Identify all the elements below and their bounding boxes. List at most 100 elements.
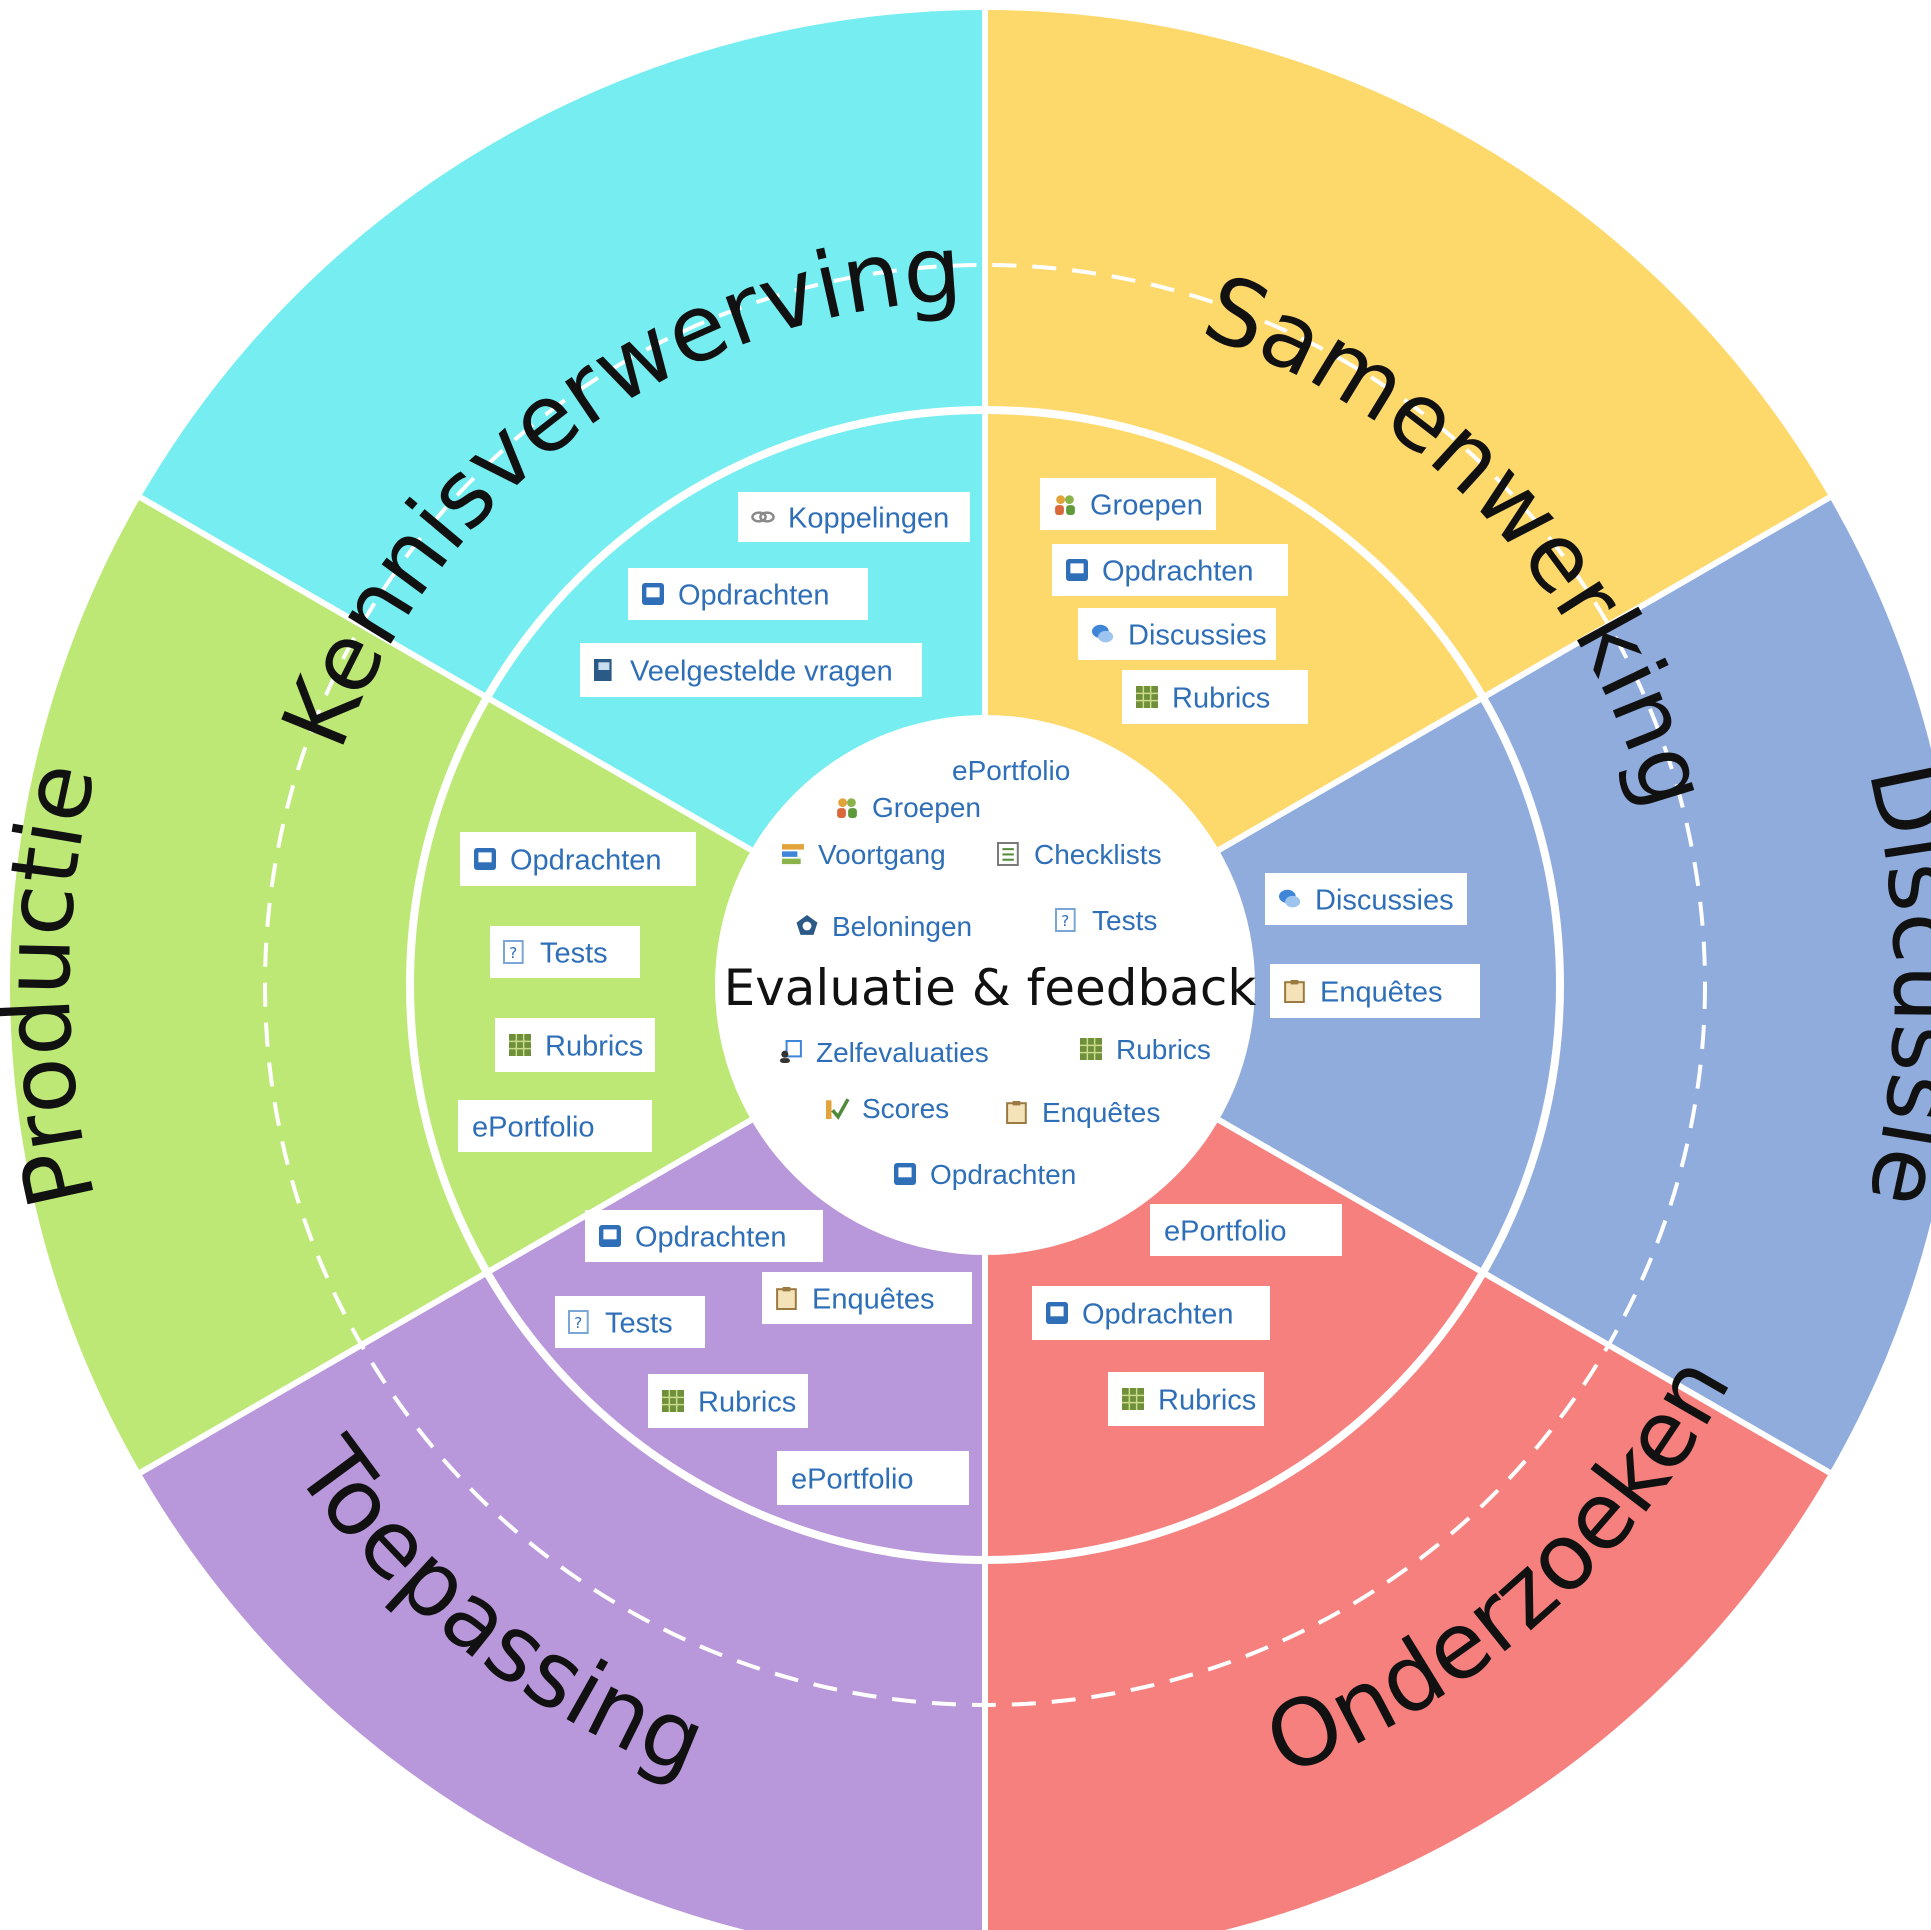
tool-center-7[interactable]: Zelfevaluaties: [780, 1037, 989, 1068]
discussion-icon: [1279, 889, 1301, 908]
tool-productie-1[interactable]: Opdrachten: [460, 832, 696, 886]
tool-onderzoeken-2-label: Opdrachten: [1082, 1298, 1234, 1330]
tool-center-1[interactable]: ePortfolio: [952, 755, 1070, 786]
tool-toepassing-1[interactable]: Opdrachten: [585, 1210, 823, 1262]
assignment-icon: [474, 848, 496, 870]
tool-center-9[interactable]: Scores: [826, 1093, 949, 1124]
tool-discussie-2[interactable]: Enquêtes: [1270, 964, 1480, 1018]
tool-onderzoeken-2[interactable]: Opdrachten: [1032, 1286, 1270, 1340]
tool-toepassing-5-box: [777, 1451, 969, 1505]
tool-samenwerking-3-label: Discussies: [1128, 619, 1267, 651]
link-icon: [751, 511, 775, 523]
dashed-ring: [263, 263, 1707, 1707]
tool-productie-4-box: [458, 1100, 652, 1152]
tool-toepassing-4-label: Rubrics: [698, 1386, 796, 1418]
tool-discussie-2-box: [1270, 964, 1480, 1018]
inner-ring: [406, 406, 1564, 1564]
tool-onderzoeken-3-label: Rubrics: [1158, 1384, 1256, 1416]
rubric-icon: [1080, 1038, 1102, 1060]
assignment-icon: [642, 583, 664, 605]
tool-center-4[interactable]: Checklists: [997, 839, 1162, 870]
tool-samenwerking-4[interactable]: Rubrics: [1122, 670, 1308, 724]
tool-center-5[interactable]: Beloningen: [796, 911, 973, 942]
tool-kennisverwerving-3-label: Veelgestelde vragen: [630, 655, 893, 687]
tool-toepassing-3-label: Tests: [605, 1307, 673, 1339]
assignment-icon: [599, 1225, 621, 1247]
tool-toepassing-5-label: ePortfolio: [791, 1463, 914, 1495]
tool-onderzoeken-1-box: [1150, 1204, 1342, 1256]
tool-onderzoeken-1-label: ePortfolio: [1164, 1215, 1287, 1247]
assignment-icon: [1066, 559, 1088, 581]
sector-samenwerking: [985, 9, 1830, 985]
tool-discussie-1-label: Discussies: [1315, 884, 1454, 916]
discussion-icon: [1092, 624, 1114, 643]
svg-text:?: ?: [1061, 912, 1069, 930]
tool-center-11-label: Opdrachten: [930, 1159, 1076, 1190]
tool-samenwerking-3[interactable]: Discussies: [1078, 608, 1276, 660]
checklist-icon: [997, 842, 1019, 866]
tool-samenwerking-1[interactable]: Groepen: [1040, 478, 1216, 530]
tool-toepassing-2-label: Enquêtes: [812, 1283, 935, 1315]
tool-kennisverwerving-2[interactable]: Opdrachten: [628, 568, 868, 620]
tool-toepassing-2[interactable]: Enquêtes: [762, 1272, 972, 1324]
tool-kennisverwerving-1-label: Koppelingen: [788, 502, 949, 534]
tool-center-8-label: Rubrics: [1116, 1034, 1211, 1065]
tool-toepassing-1-label: Opdrachten: [635, 1221, 787, 1253]
center-title: Evaluatie & feedback: [724, 959, 1257, 1017]
tool-toepassing-3[interactable]: ? Tests: [555, 1296, 705, 1348]
tool-kennisverwerving-3[interactable]: Veelgestelde vragen: [580, 643, 922, 697]
sector-kennisverwerving: [140, 9, 986, 985]
tool-center-10[interactable]: Enquêtes: [1006, 1097, 1160, 1128]
tool-toepassing-5[interactable]: ePortfolio: [777, 1451, 969, 1505]
tool-kennisverwerving-1-box: [738, 492, 970, 542]
assignment-icon: [1046, 1302, 1068, 1324]
tool-center-5-label: Beloningen: [832, 911, 972, 942]
tool-center-9-label: Scores: [862, 1093, 949, 1124]
faq-icon: [594, 659, 612, 681]
survey-icon: [1006, 1101, 1027, 1124]
tool-center-6[interactable]: ? Tests: [1055, 905, 1157, 936]
tool-center-2[interactable]: Groepen: [837, 792, 981, 823]
tool-productie-3[interactable]: Rubrics: [495, 1018, 655, 1072]
tool-center-6-label: Tests: [1092, 905, 1157, 936]
quiz-icon: ?: [1055, 908, 1076, 932]
rubric-icon: [1136, 686, 1158, 708]
tool-center-3[interactable]: Voortgang: [782, 839, 946, 870]
tool-onderzoeken-3[interactable]: Rubrics: [1108, 1372, 1264, 1426]
tool-toepassing-4[interactable]: Rubrics: [648, 1374, 808, 1428]
assignment-icon: [894, 1163, 916, 1185]
tool-productie-1-label: Opdrachten: [510, 844, 662, 876]
award-icon: [796, 915, 818, 935]
tool-center-3-label: Voortgang: [818, 839, 946, 870]
groups-icon: [1055, 495, 1075, 515]
tool-toepassing-2-box: [762, 1272, 972, 1324]
tool-onderzoeken-2-box: [1032, 1286, 1270, 1340]
tool-samenwerking-1-box: [1040, 478, 1216, 530]
tool-productie-2[interactable]: ?Tests: [490, 926, 640, 978]
tool-center-11[interactable]: Opdrachten: [894, 1159, 1076, 1190]
center-disc: [715, 715, 1255, 1255]
tool-center-4-label: Checklists: [1034, 839, 1162, 870]
svg-text:?: ?: [574, 1314, 582, 1332]
tool-center-8[interactable]: Rubrics: [1080, 1034, 1211, 1065]
rubric-icon: [662, 1390, 684, 1412]
tool-samenwerking-4-label: Rubrics: [1172, 682, 1270, 714]
rubric-icon: [509, 1034, 531, 1056]
self-assessment-icon: [780, 1040, 802, 1063]
quiz-icon: ?: [503, 940, 524, 964]
tool-toepassing-1-box: [585, 1210, 823, 1262]
tool-kennisverwerving-1[interactable]: Koppelingen: [738, 492, 970, 542]
grades-icon: [826, 1098, 850, 1120]
tool-onderzoeken-1[interactable]: ePortfolio: [1150, 1204, 1342, 1256]
tool-discussie-1[interactable]: Discussies: [1265, 873, 1467, 925]
tool-samenwerking-2[interactable]: Opdrachten: [1052, 544, 1288, 596]
tool-productie-3-label: Rubrics: [545, 1030, 643, 1062]
tool-productie-4[interactable]: ePortfolio: [458, 1100, 652, 1152]
rubric-icon: [1122, 1388, 1144, 1410]
tool-samenwerking-1-label: Groepen: [1090, 489, 1203, 521]
progress-icon: [782, 844, 804, 865]
groups-icon: [837, 798, 857, 818]
